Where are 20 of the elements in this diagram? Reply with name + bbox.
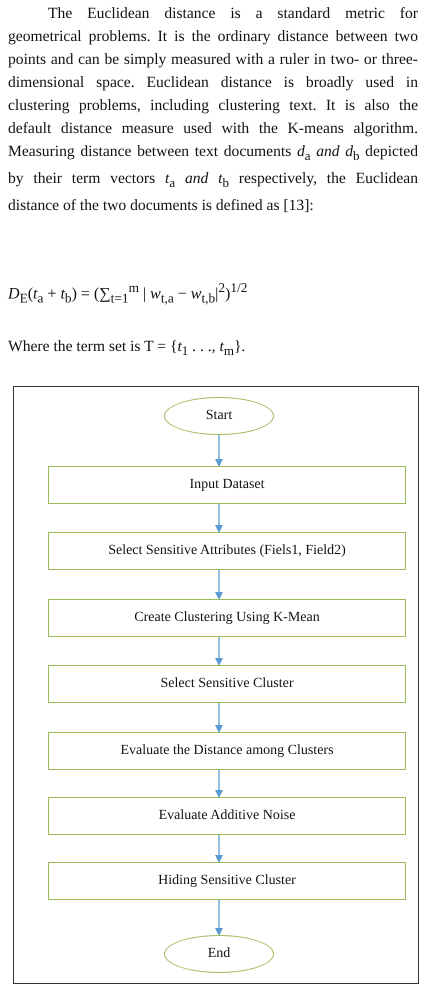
arrow [215, 570, 223, 600]
formula: D$_{E}$(t$_{a}$ + t$_{b}$) = (∑$_{t=1}$$^{m}$ | w$_{t,a}$ − w$_{t,b}$|$^{2}$)$^{1/2}$ [8, 280, 248, 307]
arrow [215, 637, 223, 666]
arrow [215, 703, 223, 733]
process-box: Select Sensitive Cluster [48, 665, 406, 703]
body-text: Where the term set is T = {t$_{1}$ . . ., t$_{m}$}. [8, 338, 246, 360]
process-box: Evaluate the Distance among Clusters [48, 732, 406, 770]
arrow [215, 504, 223, 533]
process-box: Select Sensitive Attributes (Fiels1, Field2) [48, 532, 406, 570]
arrow [215, 835, 223, 863]
process-box: Evaluate Additive Noise [48, 797, 406, 835]
process-box: Input Dataset [48, 466, 406, 504]
process-box: Create Clustering Using K-Mean [48, 599, 406, 637]
arrow [215, 900, 223, 936]
body-paragraph: The Euclidean distance is a standard metric for geometrical problems. It is the ordinary distance between two points and can be simply measured with a ruler in two- or three-dimensional space. Euclidean distance is broadly used in clustering problems, including clustering text. It is also the default distance measure used with the K-means algorithm. Measuring distance between text documents d$_{a}$ and d$_{b}$ depicted by their term vectors t$_{a}$ and t$_{b}$ respectively, the Euclidean distance of the two documents is defined as [13]: [8, 4, 418, 216]
arrow [215, 435, 223, 467]
terminal-oval: End [164, 935, 274, 973]
arrow [215, 770, 223, 798]
process-box: Hiding Sensitive Cluster [48, 862, 406, 900]
terminal-oval: Start [164, 397, 274, 435]
